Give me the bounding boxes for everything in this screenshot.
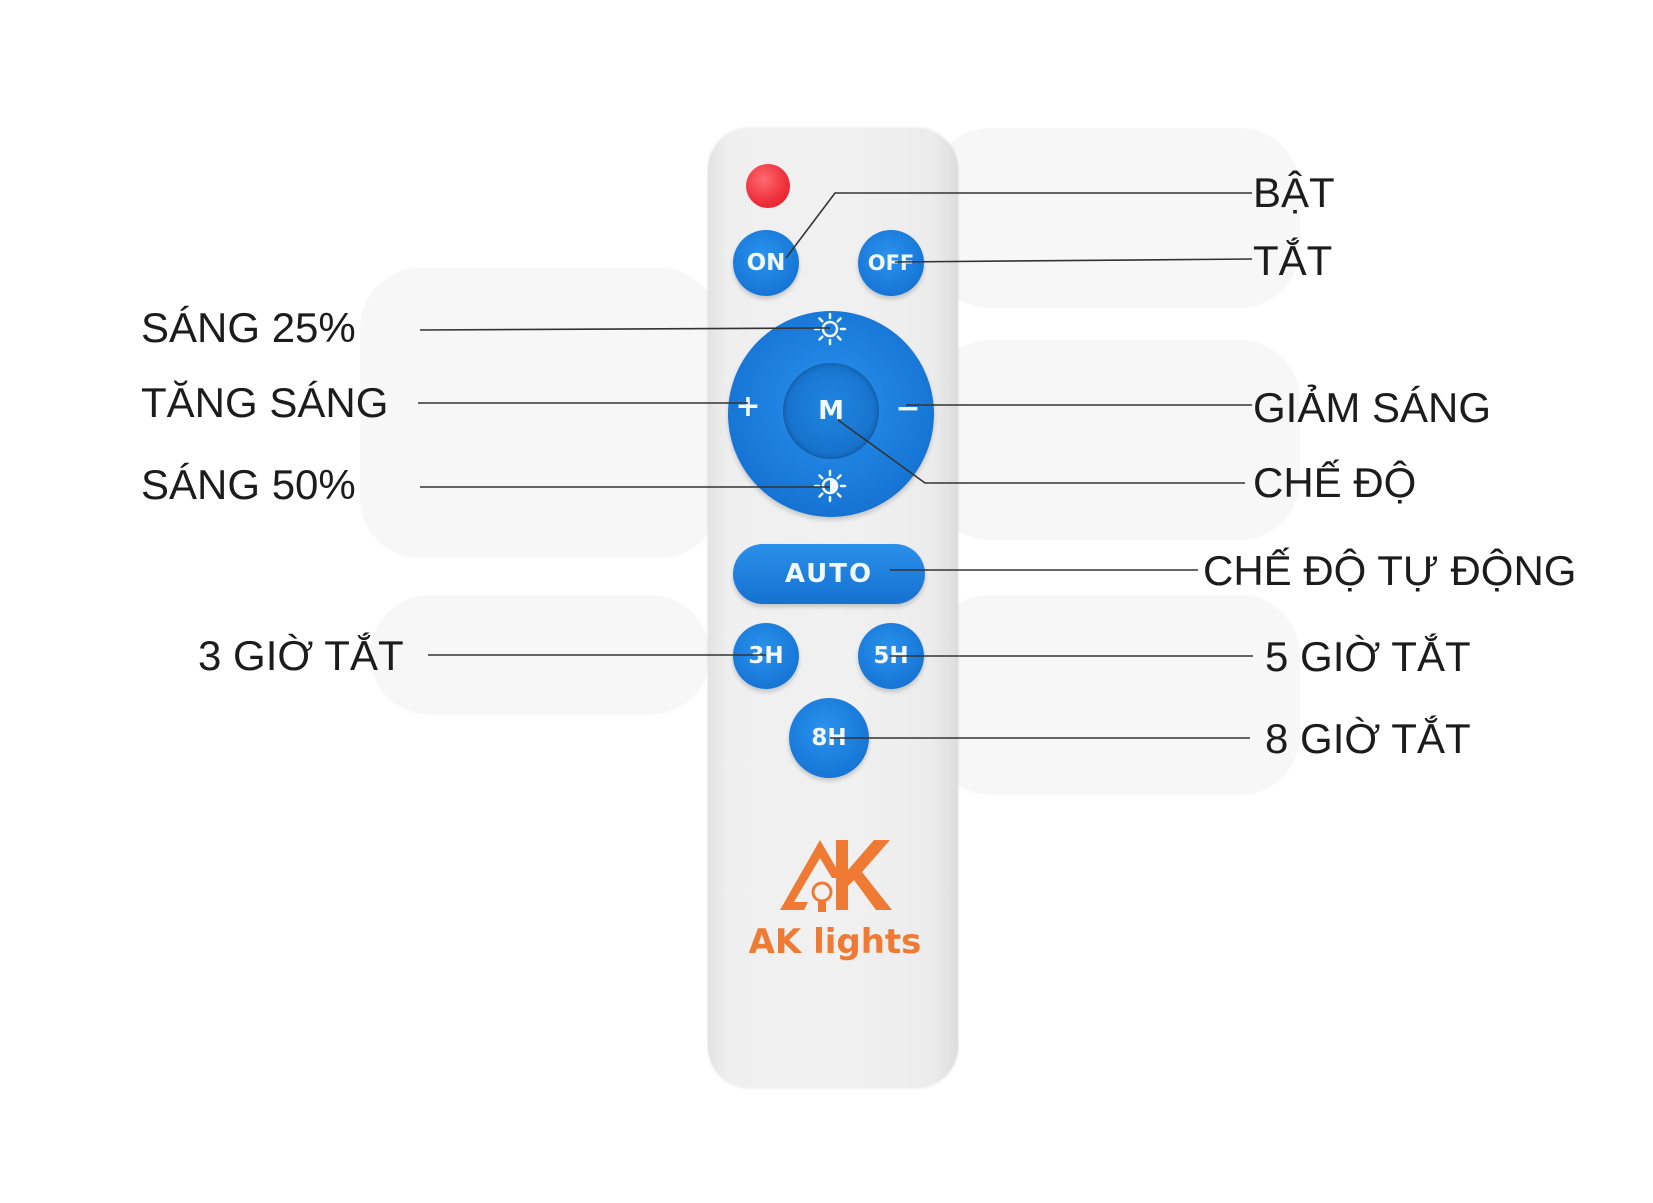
on-button[interactable]: ON	[733, 230, 799, 296]
label-sang-25: SÁNG 25%	[141, 304, 356, 351]
mode-button[interactable]: M	[783, 363, 879, 459]
leader-line-tat	[894, 258, 1253, 263]
leader-line-bat	[785, 192, 1252, 259]
label-3-gio-tat: 3 GIỜ TẮT	[198, 632, 404, 679]
brightness-down-button[interactable]: −	[895, 390, 921, 426]
label-5-gio-tat: 5 GIỜ TẮT	[1265, 633, 1471, 680]
label-tat: TẮT	[1253, 237, 1333, 284]
label-che-do-tu-dong: CHẾ ĐỘ TỰ ĐỘNG	[1203, 547, 1577, 594]
background-band-top	[930, 128, 1300, 308]
timer-3h-button[interactable]: 3H	[733, 623, 799, 689]
brand-name: AK lights	[748, 922, 922, 962]
background-band-bottom-right	[930, 595, 1300, 795]
off-button[interactable]: OFF	[858, 230, 924, 296]
background-band-left	[360, 268, 720, 558]
brightness-up-button[interactable]: +	[735, 388, 761, 424]
label-sang-50: SÁNG 50%	[141, 461, 356, 508]
leader-line-sang25	[419, 327, 831, 331]
label-bat: BẬT	[1253, 169, 1335, 216]
label-tang-sang: TĂNG SÁNG	[141, 379, 389, 426]
label-giam-sang: GIẢM SÁNG	[1253, 384, 1492, 431]
ak-logo-icon	[780, 840, 892, 912]
background-band-right	[930, 340, 1300, 540]
brightness-25-button[interactable]	[810, 309, 850, 349]
leader-line-che-do	[837, 419, 1245, 484]
brightness-50-button[interactable]	[810, 466, 850, 506]
auto-button[interactable]: AUTO	[733, 544, 925, 604]
label-che-do: CHẾ ĐỘ	[1253, 459, 1417, 506]
sun-25-icon	[813, 312, 847, 346]
ak-logo	[770, 830, 910, 930]
sun-50-icon	[813, 469, 847, 503]
label-8-gio-tat: 8 GIỜ TẮT	[1265, 715, 1471, 762]
led-indicator	[746, 164, 790, 208]
